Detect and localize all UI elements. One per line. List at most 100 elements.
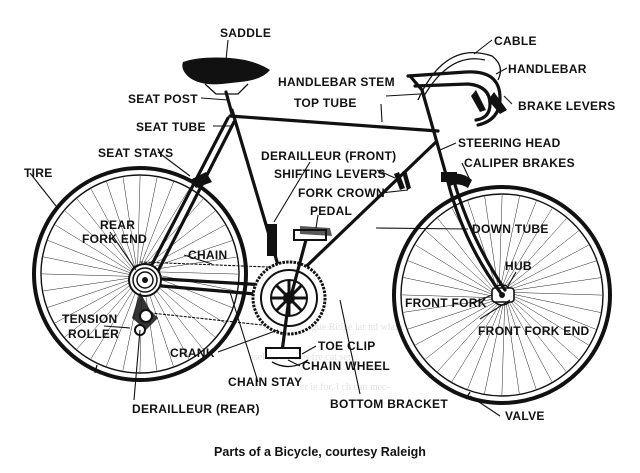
- spoke: [508, 298, 567, 372]
- shifting-levers: [394, 170, 411, 190]
- spoke: [503, 208, 553, 288]
- spoke: [142, 198, 204, 268]
- spoke: [146, 271, 239, 275]
- spoke: [499, 194, 503, 288]
- spoke: [425, 230, 495, 293]
- spoke: [425, 301, 499, 360]
- spoke: [403, 298, 496, 313]
- spoke: [138, 177, 158, 268]
- spoke: [122, 177, 137, 268]
- spoke: [509, 297, 579, 360]
- label-seat-tube: SEAT TUBE: [136, 120, 206, 134]
- spoke: [507, 299, 553, 382]
- labels: SADDLE CABLE HANDLEBAR HANDLEBAR STEM SE…: [24, 26, 616, 423]
- front-derailleur: [267, 224, 277, 256]
- label-crank: CRANK: [170, 346, 215, 360]
- label-handlebar: HANDLEBAR: [508, 62, 587, 76]
- spoke: [407, 299, 496, 330]
- label-front-fork-end: FRONT FORK END: [478, 324, 590, 338]
- spoke: [401, 294, 495, 298]
- leader-lines: [29, 39, 517, 417]
- spoke: [43, 256, 134, 276]
- spoke: [106, 181, 136, 269]
- spoke: [47, 240, 134, 275]
- spoke: [509, 294, 596, 330]
- label-chain-wheel: CHAIN WHEEL: [302, 359, 390, 373]
- spoke: [501, 302, 505, 396]
- spoke: [505, 301, 520, 394]
- spoke: [76, 198, 135, 271]
- spoke: [504, 218, 567, 288]
- label-front-fork: FRONT FORK: [405, 296, 487, 310]
- label-fork-crown: FORK CROWN: [298, 186, 385, 200]
- pedals: [265, 226, 332, 368]
- spoke: [508, 260, 597, 291]
- label-tire: TIRE: [24, 166, 53, 180]
- spoke: [415, 300, 498, 346]
- svg-text:er ie for, l ch can mec-: er ie for, l ch can mec-: [300, 382, 390, 393]
- label-toe-clip: TOE CLIP: [318, 339, 376, 353]
- label-valve: VALVE: [505, 409, 545, 423]
- spoke: [500, 196, 520, 288]
- spoke: [506, 244, 589, 290]
- label-steering-head: STEERING HEAD: [458, 136, 561, 150]
- label-chain-stay: CHAIN STAY: [228, 375, 302, 389]
- spoke: [90, 280, 140, 359]
- label-shifting-levers: SHIFTING LEVERS: [274, 167, 386, 181]
- label-seat-post: SEAT POST: [128, 92, 198, 106]
- spoke: [144, 224, 226, 269]
- label-rear-fork-end-1: REAR: [100, 218, 135, 232]
- spoke: [501, 201, 537, 288]
- spoke: [139, 181, 174, 268]
- spoke: [508, 277, 601, 292]
- svg-text:Rogue Ridge lar nd wlatic: Rogue Ridge lar nd wlatic: [300, 322, 406, 333]
- spoke: [451, 302, 501, 382]
- label-pedal: PEDAL: [310, 204, 352, 218]
- spoke: [106, 280, 141, 367]
- label-derailleur-rear: DERAILLEUR (REAR): [132, 402, 260, 416]
- spoke: [90, 188, 135, 270]
- label-rear-fork-end-2: FORK END: [82, 232, 147, 246]
- spoke: [64, 210, 134, 272]
- spoke: [55, 224, 134, 274]
- label-handlebar-stem: HANDLEBAR STEM: [278, 75, 395, 89]
- label-seat-stays: SEAT STAYS: [98, 146, 173, 160]
- spoke: [467, 200, 498, 289]
- spoke: [437, 302, 500, 372]
- spoke: [47, 278, 135, 308]
- label-hub: HUB: [505, 259, 532, 273]
- crank-arms: [280, 234, 309, 354]
- spoke: [403, 277, 495, 297]
- label-brake-levers: BRAKE LEVERS: [518, 99, 616, 113]
- spoke: [54, 279, 136, 324]
- spoke: [505, 230, 579, 289]
- spoke: [140, 189, 190, 268]
- spoke: [509, 293, 601, 313]
- spoke: [408, 260, 495, 296]
- label-down-tube: DOWN TUBE: [472, 222, 549, 236]
- spoke: [506, 301, 537, 390]
- label-tension-roller-2: ROLLER: [68, 327, 119, 341]
- spoke: [41, 273, 134, 277]
- saddle-assembly: [182, 57, 270, 116]
- front-wheel: [392, 185, 612, 405]
- label-tension-roller-1: TENSION: [62, 312, 117, 326]
- handlebar-assembly: [406, 52, 507, 127]
- caption: Parts of a Bicycle, courtesy Raleigh: [214, 445, 426, 459]
- rear-cluster: [128, 263, 162, 336]
- label-caliper-brakes: CALIPER BRAKES: [464, 156, 575, 170]
- label-bottom-bracket: BOTTOM BRACKET: [330, 397, 448, 411]
- spoke: [43, 277, 134, 292]
- spoke: [137, 175, 141, 268]
- spoke: [76, 280, 138, 350]
- spoke: [64, 279, 137, 338]
- label-top-tube: TOP TUBE: [294, 96, 357, 110]
- caliper-brake: [448, 173, 472, 188]
- label-derailleur-front: DERAILLEUR (FRONT): [261, 149, 396, 163]
- rear-brake: [190, 172, 212, 188]
- spoke: [437, 218, 496, 292]
- label-saddle: SADDLE: [220, 26, 271, 40]
- spoke: [509, 292, 603, 296]
